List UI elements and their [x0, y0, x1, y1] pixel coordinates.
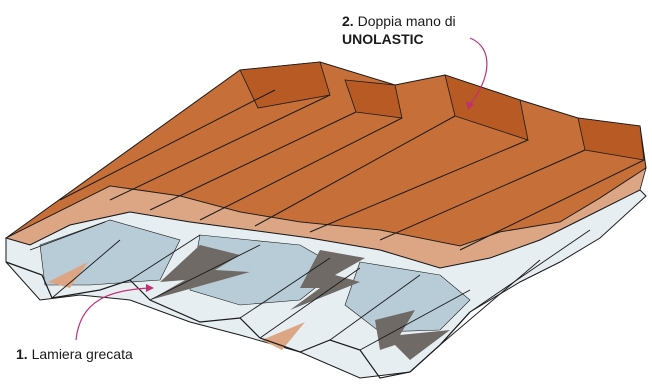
callout-sheet: 1. Lamiera grecata [16, 345, 133, 363]
leader-line-sheet [75, 287, 151, 341]
unolastic-coating-layer [4, 61, 647, 269]
leader-arrow-sheet [146, 284, 154, 292]
callout-coating-number: 2. [342, 13, 354, 29]
callout-coating: 2. Doppia mano di UNOLASTIC [342, 12, 456, 48]
grey-streak-2 [290, 250, 365, 310]
metal-blue-area-3 [344, 261, 471, 333]
callout-sheet-text: Lamiera grecata [31, 346, 133, 362]
leader-line-coating [469, 37, 488, 105]
grey-streak-1 [150, 245, 250, 300]
sheet-front-profile [5, 261, 471, 379]
leader-arrow-coating [466, 101, 474, 110]
grey-streak-3 [375, 310, 450, 360]
callout-coating-line2: UNOLASTIC [342, 31, 424, 47]
callout-coating-line1: Doppia mano di [357, 13, 456, 29]
callout-sheet-number: 1. [16, 346, 28, 362]
corrugated-metal-sheet [5, 189, 647, 379]
rust-spot-1 [48, 262, 88, 288]
